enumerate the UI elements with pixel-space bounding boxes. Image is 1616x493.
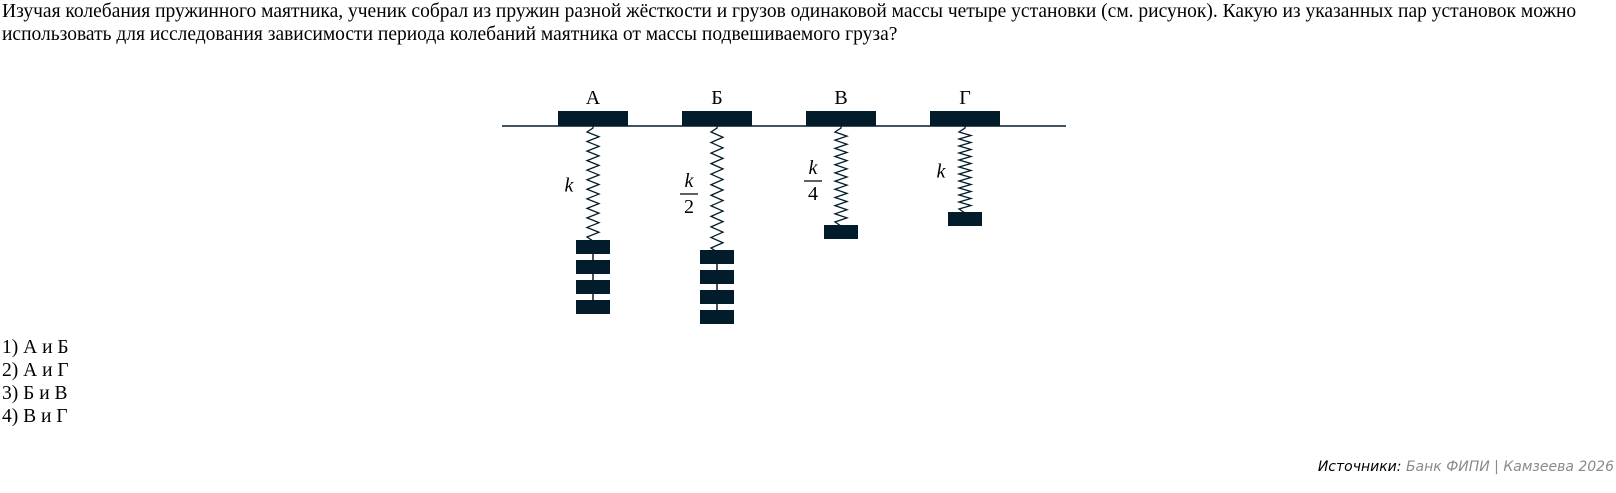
weight — [700, 250, 734, 264]
option-3[interactable]: 3) Б и В — [2, 383, 68, 404]
stiffness-denominator: 4 — [808, 183, 818, 205]
setup-label: Б — [711, 87, 722, 109]
weight — [824, 225, 858, 239]
pendulum-figure: Аk Бk 2 Вk 4 Гk — [502, 87, 1066, 324]
weight — [700, 270, 734, 284]
setup-1: Аk — [558, 87, 628, 314]
source-value: Банк ФИПИ | Камзеева 2026 — [1405, 459, 1614, 475]
mount-plate — [558, 111, 628, 126]
weight — [576, 280, 610, 294]
stiffness-label: k — [565, 175, 575, 197]
weight — [700, 290, 734, 304]
spring — [956, 126, 974, 214]
weight — [576, 260, 610, 274]
source-line: Источники: Банк ФИПИ | Камзеева 2026 — [1318, 459, 1614, 475]
answer-options: 1) А и Б 2) А и Г 3) Б и В 4) В и Г — [2, 336, 69, 428]
setup-2: Бk 2 — [680, 87, 752, 324]
spring — [832, 126, 850, 227]
stiffness-denominator: 2 — [684, 196, 694, 218]
option-4[interactable]: 4) В и Г — [2, 406, 68, 427]
stiffness-label: k — [937, 161, 947, 183]
setup-label: В — [834, 87, 847, 109]
setup-3: Вk 4 — [804, 87, 876, 239]
spring — [709, 126, 725, 253]
mount-plate — [682, 111, 752, 126]
option-1[interactable]: 1) А и Б — [2, 337, 69, 358]
weight — [700, 310, 734, 324]
setup-label: А — [586, 87, 601, 109]
spring — [585, 126, 601, 242]
stiffness-numerator: k — [809, 157, 819, 179]
mount-plate — [806, 111, 876, 126]
setup-4: Гk — [930, 87, 1000, 226]
stiffness-numerator: k — [685, 170, 695, 192]
question-text: Изучая колебания пружинного маятника, уч… — [2, 1, 1577, 45]
option-2[interactable]: 2) А и Г — [2, 360, 69, 381]
weight — [576, 300, 610, 314]
source-label: Источники: — [1317, 459, 1402, 475]
weight — [576, 240, 610, 254]
mount-plate — [930, 111, 1000, 126]
setup-label: Г — [959, 87, 971, 109]
weight — [948, 212, 982, 226]
